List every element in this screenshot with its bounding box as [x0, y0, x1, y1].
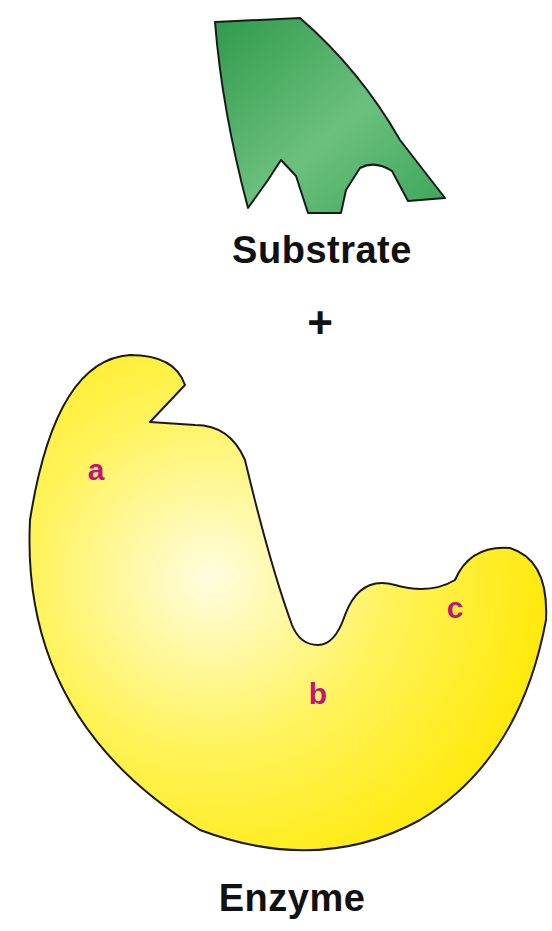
- enzyme-shape: Enzyme: [18, 345, 552, 931]
- shape-caption: Substrate: [232, 230, 412, 272]
- site-letter: a: [88, 455, 105, 485]
- substrate-shape: Substrate: [195, 8, 460, 283]
- enzyme-shape-path: [29, 355, 546, 850]
- site-letter: b: [309, 679, 327, 709]
- substrate-shape-path: [215, 18, 445, 213]
- site-letter: c: [447, 593, 464, 623]
- shape-caption: Enzyme: [219, 878, 366, 920]
- plus-sign: +: [307, 301, 333, 345]
- enzyme-shape-outline: [18, 345, 552, 931]
